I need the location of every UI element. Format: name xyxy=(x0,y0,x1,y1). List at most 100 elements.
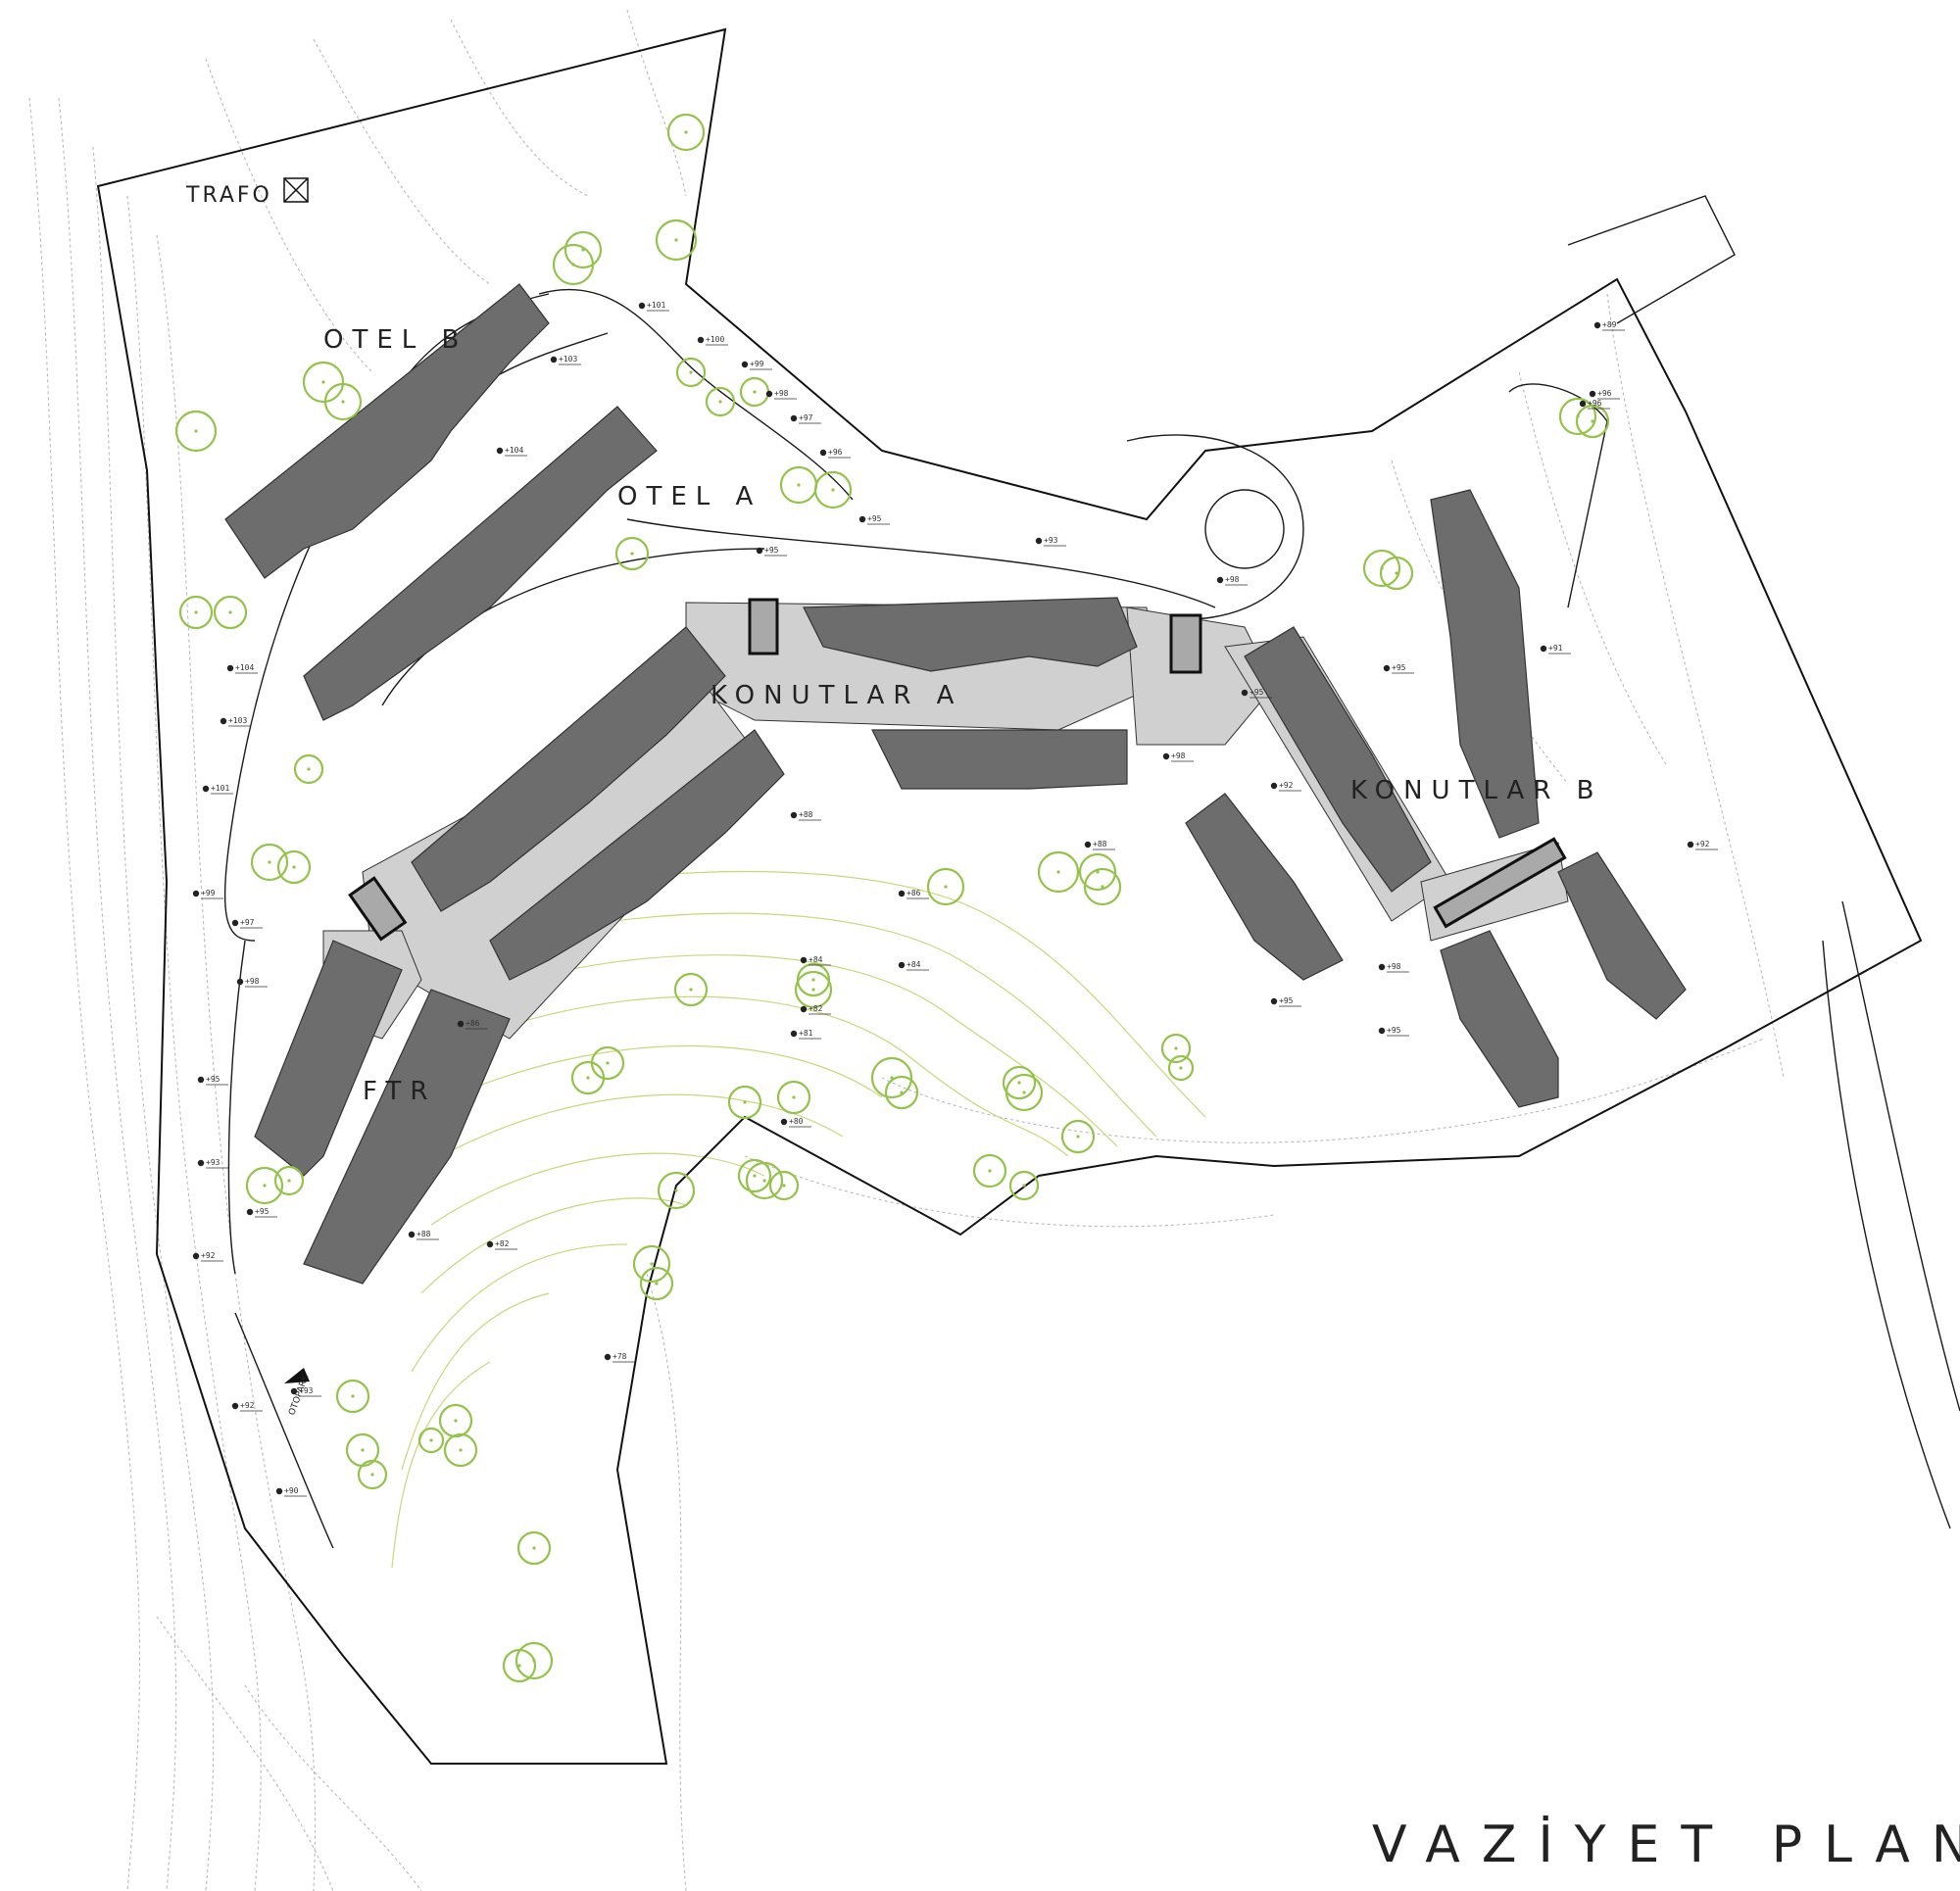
tree-icon xyxy=(502,1648,537,1683)
tree-icon xyxy=(768,1170,800,1201)
elevation-marker: +92 xyxy=(1687,840,1718,850)
tree-icon xyxy=(1008,1170,1040,1201)
tree-icon xyxy=(570,1060,606,1095)
elevation-label: +98 xyxy=(1225,575,1240,584)
tree-center xyxy=(655,1282,659,1285)
trafo-symbol-icon xyxy=(283,177,309,203)
tree-center xyxy=(890,1076,894,1080)
elevation-marker: +101 xyxy=(638,301,669,312)
tree-icon xyxy=(705,386,736,417)
elevation-label: +82 xyxy=(808,1004,823,1013)
roads xyxy=(223,195,1960,1549)
connectors xyxy=(348,598,1567,942)
building-konutlar-b-south xyxy=(1440,930,1559,1108)
elevation-marker: +82 xyxy=(486,1239,517,1250)
tree-icon xyxy=(438,1403,473,1438)
tree-center xyxy=(1076,1135,1080,1139)
tree-icon xyxy=(1160,1033,1192,1064)
tree-center xyxy=(1022,1184,1026,1188)
elevation-label: +95 xyxy=(206,1075,220,1084)
tree-icon xyxy=(250,843,289,882)
tree-icon xyxy=(666,113,706,152)
tree-center xyxy=(1174,1046,1178,1050)
tree-icon xyxy=(1379,556,1414,591)
elevation-marker: +95 xyxy=(1241,688,1272,699)
tree-icon xyxy=(357,1459,388,1490)
elevation-marker: +104 xyxy=(226,663,258,674)
elevation-label: +95 xyxy=(1387,1026,1401,1035)
label-konutlar-b: KONUTLAR B xyxy=(1350,776,1603,805)
tree-center xyxy=(361,1448,365,1452)
tree-icon xyxy=(293,753,324,785)
tree-center xyxy=(630,552,634,556)
elevation-label: +98 xyxy=(245,977,260,986)
contour-lines xyxy=(28,9,1785,1891)
elevation-label: +97 xyxy=(240,918,255,927)
elevation-label: +100 xyxy=(706,335,724,344)
tree-icon xyxy=(1167,1054,1195,1082)
contour-lines-green xyxy=(391,870,1206,1569)
elevation-label: +95 xyxy=(1392,663,1406,672)
tree-icon xyxy=(657,1171,696,1210)
tree-center xyxy=(1395,571,1398,575)
tree-center xyxy=(517,1664,521,1668)
elevation-marker: +98 xyxy=(236,977,268,988)
tree-center xyxy=(689,988,693,992)
elevation-label: +95 xyxy=(867,514,882,523)
label-trafo: TRAFO xyxy=(185,183,272,208)
elevation-marker: +88 xyxy=(408,1230,439,1240)
tree-center xyxy=(1591,419,1594,423)
elevation-label: +92 xyxy=(201,1251,216,1260)
elevation-label: +96 xyxy=(1597,389,1612,398)
tree-center xyxy=(1096,870,1100,874)
elevation-label: +98 xyxy=(1171,752,1186,760)
tree-icon xyxy=(655,218,698,262)
tree-center xyxy=(743,1100,747,1104)
tree-icon xyxy=(273,1165,305,1196)
building-konutlar-b-west xyxy=(1244,626,1432,893)
tree-icon xyxy=(323,382,363,421)
tree-center xyxy=(831,488,835,492)
tree-center xyxy=(571,263,575,267)
tree-icon xyxy=(870,1056,913,1099)
tree-center xyxy=(586,1076,590,1080)
tree-icon xyxy=(926,867,965,906)
tree-center xyxy=(753,390,757,394)
elevation-marker: +101 xyxy=(202,784,233,795)
elevation-label: +104 xyxy=(505,446,523,455)
tree-icon xyxy=(335,1379,370,1414)
elevation-marker: +95 xyxy=(246,1207,277,1218)
label-otel-b: OTEL B xyxy=(323,325,467,355)
tree-icon xyxy=(1060,1119,1096,1154)
elevation-label: +93 xyxy=(1044,536,1058,545)
elevation-label: +81 xyxy=(799,1029,813,1038)
elevation-marker: +98 xyxy=(765,389,797,400)
elevation-marker: +92 xyxy=(231,1401,263,1412)
tree-center xyxy=(268,860,271,864)
tree-icon xyxy=(514,1641,554,1680)
tree-icon xyxy=(884,1075,919,1110)
tree-icon xyxy=(552,243,595,286)
trees xyxy=(174,113,1610,1683)
elevation-marker: +89 xyxy=(1593,320,1625,331)
elevation-marker: +92 xyxy=(192,1251,223,1262)
elevation-marker: +95 xyxy=(1383,663,1414,674)
tree-center xyxy=(762,1179,766,1183)
tree-center xyxy=(650,1262,654,1266)
tree-icon xyxy=(813,470,853,509)
elevation-label: +103 xyxy=(228,716,247,725)
tree-center xyxy=(689,370,693,374)
elevation-label: +93 xyxy=(299,1386,314,1395)
tree-icon xyxy=(972,1153,1007,1188)
tree-icon xyxy=(673,972,709,1007)
building-konutlar-b-north xyxy=(1430,489,1540,839)
elevation-label: +96 xyxy=(828,448,843,457)
building-konutlar-a-east xyxy=(871,729,1128,790)
elevation-marker: +97 xyxy=(790,413,821,424)
elevation-marker: +91 xyxy=(1540,644,1571,655)
elevation-marker: +88 xyxy=(1084,840,1115,850)
tree-icon xyxy=(1083,867,1122,906)
tree-icon xyxy=(794,970,833,1009)
elevation-label: +99 xyxy=(750,360,764,368)
elevation-label: +78 xyxy=(612,1352,627,1361)
